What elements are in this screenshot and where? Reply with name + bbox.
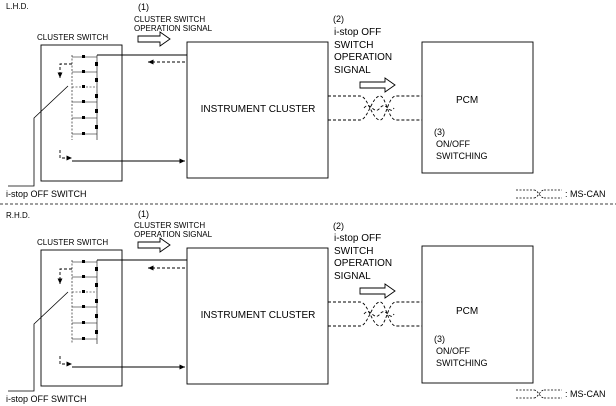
- pcm-box: [421, 41, 534, 174]
- switch-matrix: [71, 55, 98, 140]
- step3-line1: ON/OFF: [436, 346, 470, 356]
- legend-ms-can-icon: [516, 189, 562, 199]
- cluster-switch-label: CLUSTER SWITCH: [37, 238, 108, 247]
- switch-output-path: [59, 356, 72, 367]
- step2-number: (2): [333, 221, 344, 231]
- step1-line1: CLUSTER SWITCH: [134, 15, 205, 24]
- panel-rhd: R.H.D. CLUSTER SWITCH (1): [6, 209, 606, 404]
- step2-line1: i-stop OFF: [334, 27, 381, 38]
- ms-can-line: [328, 95, 422, 121]
- switch-matrix: [71, 260, 98, 344]
- istop-switch-label: i-stop OFF SWITCH: [6, 394, 87, 404]
- switch-signal-path: [57, 268, 72, 284]
- cluster-switch-box: [40, 249, 123, 387]
- istop-switch-leader: [8, 291, 69, 392]
- step2-line3: OPERATION: [334, 258, 392, 269]
- instrument-cluster-label: INSTRUMENT CLUSTER: [201, 104, 316, 115]
- istop-switch-leader: [8, 85, 69, 187]
- step1-line2: OPERATION SIGNAL: [134, 230, 213, 239]
- side-label: R.H.D.: [6, 211, 30, 220]
- ms-can-line: [328, 301, 422, 327]
- step2-line2: SWITCH: [334, 40, 373, 51]
- step2-line1: i-stop OFF: [334, 233, 381, 244]
- cluster-switch-box: [40, 44, 123, 182]
- switch-signal-path: [57, 63, 72, 78]
- step3-line2: SWITCHING: [436, 358, 488, 368]
- legend-label: : MS-CAN: [565, 389, 606, 399]
- step1-line2: OPERATION SIGNAL: [134, 24, 213, 33]
- step3-number: (3): [434, 127, 445, 137]
- pcm-label: PCM: [456, 306, 478, 317]
- step1-arrow-icon: [137, 237, 171, 253]
- cluster-switch-label: CLUSTER SWITCH: [37, 33, 108, 42]
- step2-arrow-icon: [359, 283, 396, 299]
- legend-ms-can-icon: [516, 389, 562, 399]
- step2-line4: SIGNAL: [334, 271, 371, 282]
- step2-line4: SIGNAL: [334, 65, 371, 76]
- step3-line1: ON/OFF: [436, 139, 470, 149]
- step1-number: (1): [138, 209, 149, 219]
- instrument-cluster-box: [186, 41, 329, 179]
- step2-arrow-icon: [359, 77, 396, 93]
- instrument-cluster-box: [186, 247, 329, 385]
- step1-line1: CLUSTER SWITCH: [134, 221, 205, 230]
- step2-line2: SWITCH: [334, 246, 373, 257]
- step1-arrow-icon: [137, 31, 171, 47]
- istop-switch-label: i-stop OFF SWITCH: [6, 189, 87, 199]
- pcm-box: [421, 245, 534, 384]
- step2-number: (2): [333, 14, 344, 24]
- step2-line3: OPERATION: [334, 52, 392, 63]
- step3-number: (3): [434, 334, 445, 344]
- step3-line2: SWITCHING: [436, 151, 488, 161]
- pcm-label: PCM: [456, 95, 478, 106]
- legend-label: : MS-CAN: [565, 189, 606, 199]
- side-label: L.H.D.: [6, 2, 29, 11]
- instrument-cluster-label: INSTRUMENT CLUSTER: [201, 310, 316, 321]
- step1-number: (1): [138, 2, 149, 12]
- switch-output-path: [59, 150, 72, 161]
- panel-lhd: L.H.D. CLUSTER SWITCH: [6, 2, 606, 199]
